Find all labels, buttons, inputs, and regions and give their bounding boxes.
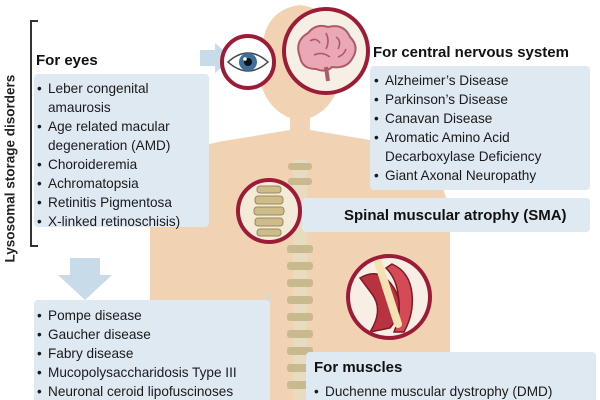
eyes-item: Choroideremia xyxy=(37,155,180,174)
lysosomal-side-label: Lysosomal storage disorders xyxy=(2,74,18,263)
cns-item: Aromatic Amino Acid xyxy=(374,128,541,147)
lysosomal-item: Mucopolysaccharidosis Type III xyxy=(37,363,237,382)
cns-item: Decarboxylase Deficiency xyxy=(385,149,542,164)
lysosomal-item: Fabry disease xyxy=(37,344,237,363)
spine-circle xyxy=(236,178,302,244)
muscles-title: For muscles xyxy=(314,359,403,376)
eye-icon xyxy=(226,52,270,72)
bracket-tick-top xyxy=(30,20,38,22)
eyes-item: X-linked retinoschisis) xyxy=(37,212,180,231)
brain-icon xyxy=(297,24,357,82)
lysosomal-list: Pompe diseaseGaucher diseaseFabry diseas… xyxy=(37,306,237,400)
arrow-down xyxy=(58,258,112,300)
sma-title: Spinal muscular atrophy (SMA) xyxy=(344,207,567,224)
muscle-icon xyxy=(358,258,414,334)
cns-item: Alzheimer’s Disease xyxy=(374,71,541,90)
muscle-circle xyxy=(346,254,432,340)
cns-item: Giant Axonal Neuropathy xyxy=(374,166,541,185)
brain-circle xyxy=(282,7,370,95)
sma-panel xyxy=(302,198,590,232)
bracket-tick-bottom xyxy=(30,245,38,247)
eyes-item: amaurosis xyxy=(48,100,111,115)
cns-title: For central nervous system xyxy=(373,44,569,61)
eye-circle xyxy=(220,34,276,90)
lysosomal-item: Neuronal ceroid lipofuscinoses xyxy=(37,382,237,400)
eyes-item: degeneration (AMD) xyxy=(48,138,171,153)
muscles-item: Duchenne muscular dystrophy (DMD) xyxy=(314,382,552,400)
spine-icon xyxy=(253,185,285,237)
eyes-item: Age related macular xyxy=(37,117,180,136)
cns-item: Canavan Disease xyxy=(374,109,541,128)
eyes-item: Leber congenital xyxy=(37,79,180,98)
eyes-item: Achromatopsia xyxy=(37,174,180,193)
lysosomal-item: Pompe disease xyxy=(37,306,237,325)
eyes-title: For eyes xyxy=(36,52,98,69)
eyes-list: Leber congenital amaurosisAge related mac… xyxy=(37,79,180,231)
cns-item: Parkinson’s Disease xyxy=(374,90,541,109)
cns-list: Alzheimer’s DiseaseParkinson’s DiseaseCa… xyxy=(374,71,541,185)
muscles-list: Duchenne muscular dystrophy (DMD) xyxy=(314,382,552,400)
eyes-item: Retinitis Pigmentosa xyxy=(37,193,180,212)
lysosomal-item: Gaucher disease xyxy=(37,325,237,344)
arrow-to-eye xyxy=(200,43,232,73)
bracket-line xyxy=(30,20,32,246)
